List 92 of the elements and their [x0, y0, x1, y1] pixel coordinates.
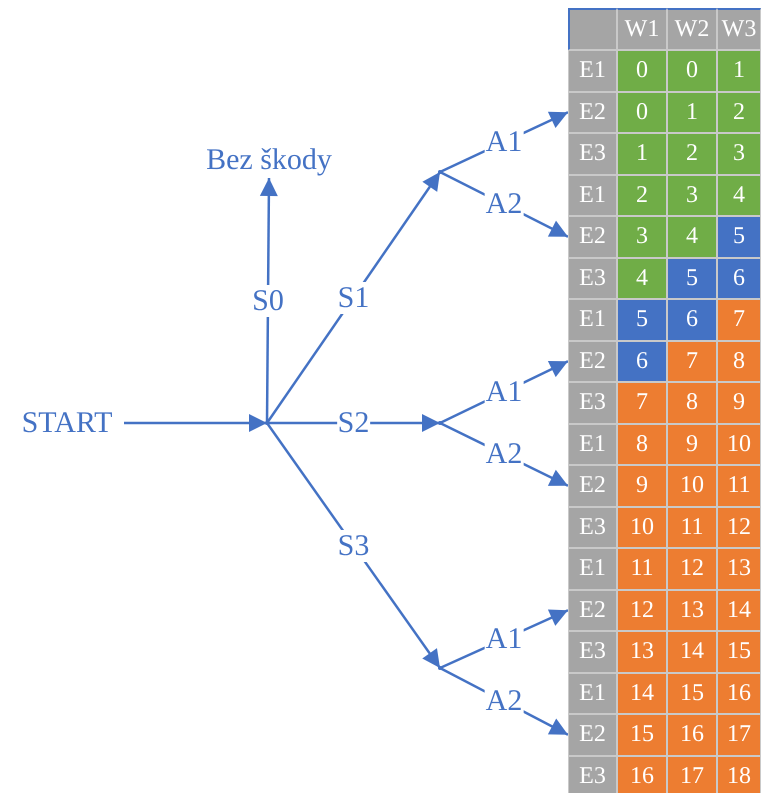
table-cell: 4	[717, 174, 761, 216]
table-cell: 15	[667, 672, 717, 714]
table-cell: 12	[667, 548, 717, 590]
row-header: E1	[568, 174, 617, 216]
table-cell: 16	[717, 672, 761, 714]
table-cell: 2	[617, 174, 667, 216]
table-cell: 3	[617, 216, 667, 258]
table-cell: 5	[717, 216, 761, 258]
column-header: W3	[717, 8, 761, 50]
row-header: E3	[568, 631, 617, 672]
table-cell: 1	[667, 92, 717, 133]
table-cell: 1	[617, 133, 667, 174]
row-header: E2	[568, 92, 617, 133]
table-cell: 14	[717, 590, 761, 631]
edge-label: S0	[251, 284, 285, 316]
table-cell: 6	[617, 340, 667, 382]
row-header: E3	[568, 506, 617, 548]
branch-point	[438, 666, 442, 670]
table-cell: 2	[717, 92, 761, 133]
table-cell: 16	[617, 756, 667, 793]
table-row-group	[568, 424, 761, 548]
edge-label: S1	[336, 282, 370, 314]
table-cell: 9	[717, 382, 761, 424]
table-cell: 17	[667, 756, 717, 793]
table-row-group	[568, 299, 761, 424]
row-header: E2	[568, 465, 617, 506]
table-cell: 9	[667, 424, 717, 465]
table-cell: 10	[667, 465, 717, 506]
branch-point	[438, 421, 442, 425]
table-cell: 2	[667, 133, 717, 174]
table-cell: 8	[717, 340, 761, 382]
table-cell: 9	[617, 465, 667, 506]
table-cell: 6	[717, 258, 761, 299]
row-header: E3	[568, 382, 617, 424]
row-header: E3	[568, 258, 617, 299]
table-cell: 1	[717, 50, 761, 92]
table-cell: 7	[717, 299, 761, 340]
table-cell: 0	[617, 50, 667, 92]
table-cell: 12	[617, 590, 667, 631]
arrow	[124, 414, 267, 432]
column-header: W1	[617, 8, 667, 50]
table-cell: 13	[717, 548, 761, 590]
table-row-group	[568, 548, 761, 672]
table-cell: 3	[717, 133, 761, 174]
table-cell: 3	[667, 174, 717, 216]
arrow	[266, 171, 442, 424]
row-header: E3	[568, 756, 617, 793]
table-cell: 7	[667, 340, 717, 382]
table-cell: 6	[667, 299, 717, 340]
table-cell: 11	[667, 506, 717, 548]
table-cell: 8	[667, 382, 717, 424]
row-header: E1	[568, 424, 617, 465]
row-header: E1	[568, 299, 617, 340]
table-cell: 12	[717, 506, 761, 548]
table-row-group	[568, 672, 761, 793]
table-cell: 13	[667, 590, 717, 631]
table-cell: 7	[617, 382, 667, 424]
table-cell: 13	[617, 631, 667, 672]
table-cell: 14	[617, 672, 667, 714]
branch-point	[265, 421, 269, 425]
table-cell: 14	[667, 631, 717, 672]
table-cell: 15	[617, 714, 667, 756]
table-cell: 10	[617, 506, 667, 548]
table-cell: 15	[717, 631, 761, 672]
node-label: Bez škody	[190, 142, 348, 178]
row-header: E3	[568, 133, 617, 174]
edge-label: S3	[336, 530, 370, 562]
table-cell: 5	[617, 299, 667, 340]
table-cell: 0	[667, 50, 717, 92]
branch-point	[438, 170, 442, 174]
table-cell: 10	[717, 424, 761, 465]
row-header: E2	[568, 340, 617, 382]
table-cell: 16	[667, 714, 717, 756]
row-header: E1	[568, 50, 617, 92]
row-header: E2	[568, 714, 617, 756]
table-cell: 11	[717, 465, 761, 506]
table-cell: 11	[617, 548, 667, 590]
row-header: E2	[568, 590, 617, 631]
table-row-group	[568, 50, 761, 174]
table-cell: 18	[717, 756, 761, 793]
table-cell: 4	[617, 258, 667, 299]
table-row-group	[568, 174, 761, 299]
table-cell: 4	[667, 216, 717, 258]
row-header: E2	[568, 216, 617, 258]
table-cell: 0	[617, 92, 667, 133]
node-label: START	[10, 405, 124, 441]
row-header: E1	[568, 672, 617, 714]
table-cell: 8	[617, 424, 667, 465]
column-header: W2	[667, 8, 717, 50]
row-header: E1	[568, 548, 617, 590]
table-cell: 17	[717, 714, 761, 756]
table-cell: 5	[667, 258, 717, 299]
